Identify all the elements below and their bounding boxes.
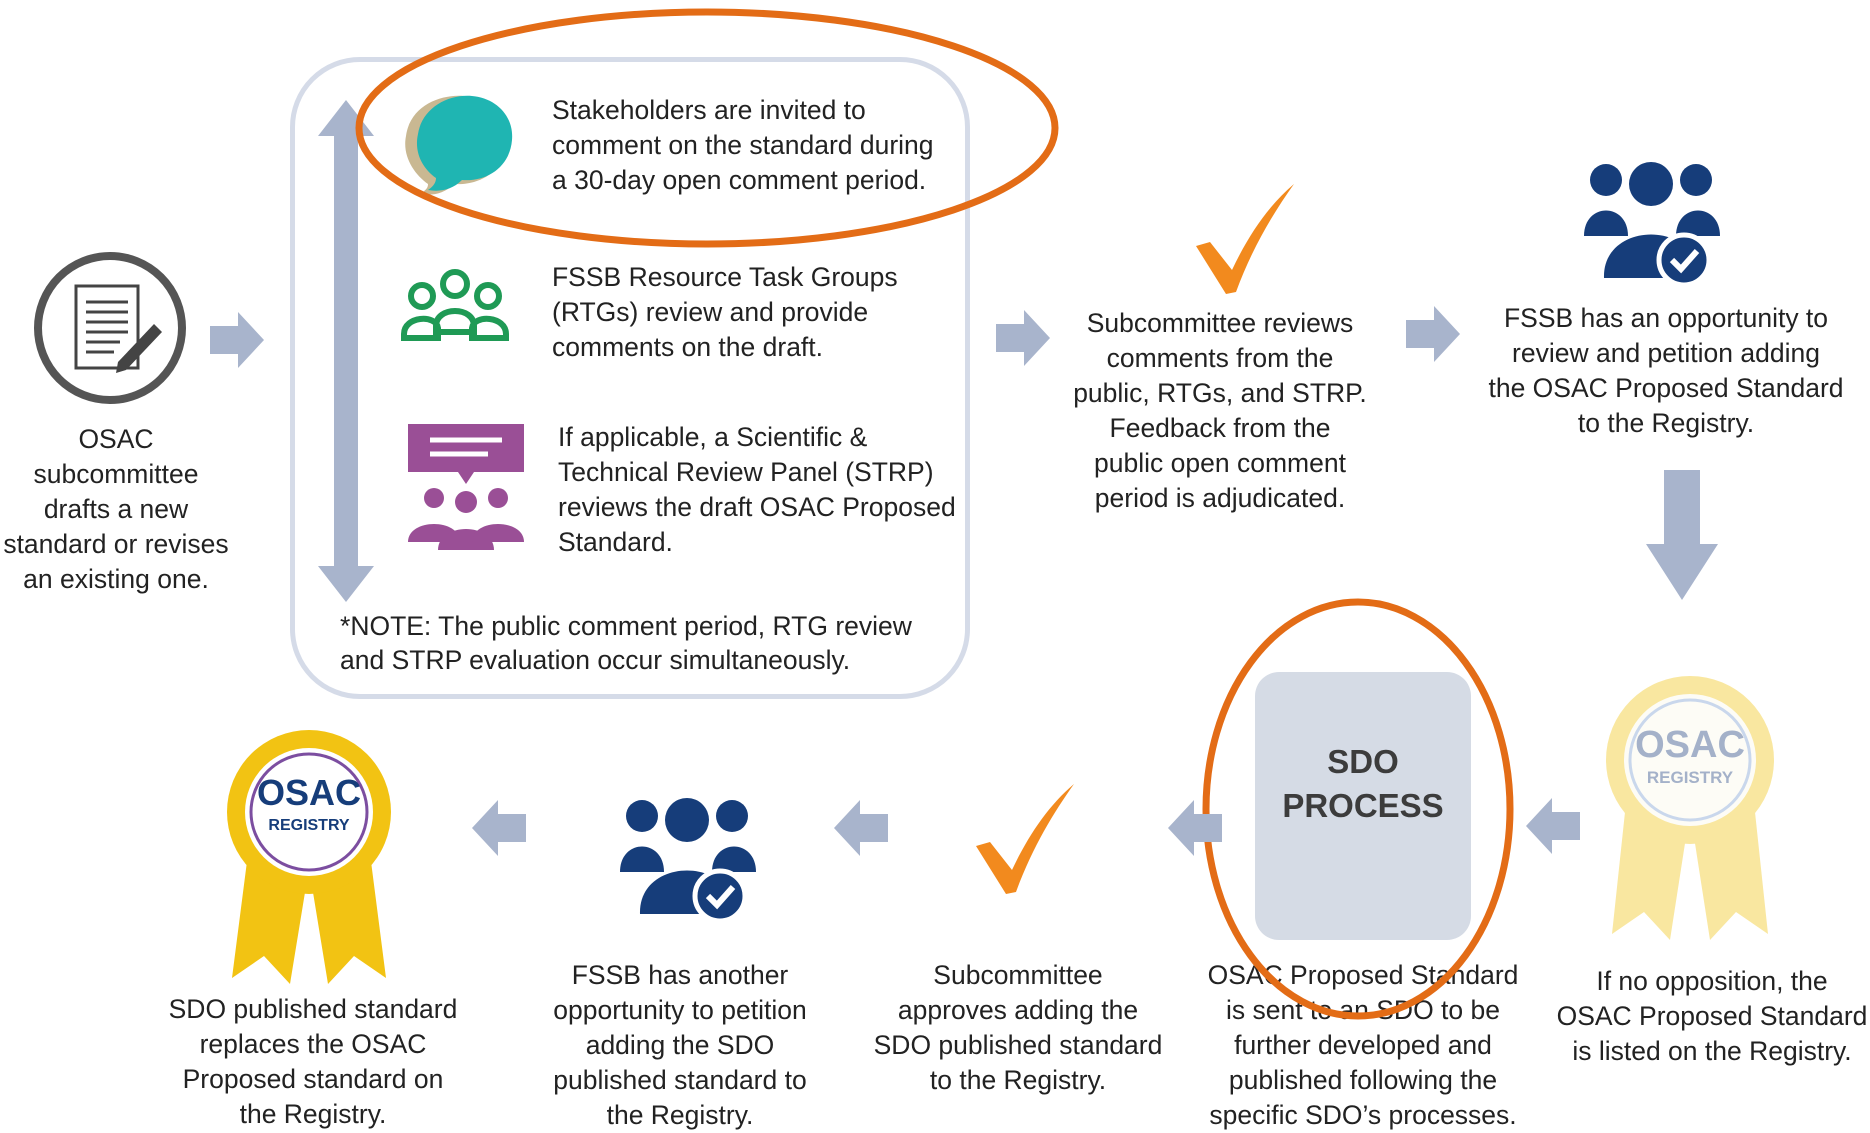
document-with-pen-icon bbox=[34, 252, 186, 404]
sdo-process-label: SDO PROCESS bbox=[1255, 740, 1471, 828]
step-subcommittee-approves-text: Subcommittee approves adding the SDO pub… bbox=[858, 958, 1178, 1098]
text-line: If no opposition, the bbox=[1596, 966, 1828, 996]
step-published-text: SDO published standard replaces the OSAC… bbox=[152, 992, 474, 1132]
text-line: FSSB has another bbox=[571, 960, 789, 990]
text-line: and STRP evaluation occur simultaneously… bbox=[340, 645, 851, 675]
text-line: comments on the draft. bbox=[552, 332, 824, 362]
review-box bbox=[290, 57, 970, 699]
text-line: FSSB Resource Task Groups bbox=[552, 262, 898, 292]
text-line: adding the SDO bbox=[585, 1030, 775, 1060]
text-line: OSAC bbox=[78, 424, 154, 454]
step-subcommittee-reviews-text: Subcommittee reviews comments from the p… bbox=[1058, 306, 1382, 516]
step-draft-text: OSAC subcommittee drafts a new standard … bbox=[0, 422, 232, 597]
text-line: published following the bbox=[1228, 1065, 1498, 1095]
faded-badge-bottom: REGISTRY bbox=[1646, 768, 1734, 787]
group-check-icon bbox=[620, 798, 756, 924]
step-fssb-review-text: FSSB has an opportunity to review and pe… bbox=[1476, 301, 1856, 441]
text-line: OSAC Proposed Standard bbox=[1556, 1001, 1868, 1031]
review-item-rtg-text: FSSB Resource Task Groups (RTGs) review … bbox=[552, 260, 972, 365]
text-line: to the Registry. bbox=[1577, 408, 1755, 438]
text-line: SDO bbox=[1327, 743, 1399, 780]
text-line: Technical Review Panel (STRP) bbox=[558, 457, 934, 487]
text-line: Proposed standard on bbox=[182, 1064, 444, 1094]
text-line: (RTGs) review and provide bbox=[552, 297, 869, 327]
arrow-right-icon bbox=[210, 312, 264, 368]
text-line: the Registry. bbox=[606, 1100, 754, 1130]
step-listed-text: If no opposition, the OSAC Proposed Stan… bbox=[1554, 964, 1870, 1069]
review-item-strp-text: If applicable, a Scientific & Technical … bbox=[558, 420, 978, 560]
text-line: SDO published standard bbox=[873, 1030, 1163, 1060]
badge-top: OSAC bbox=[256, 772, 361, 813]
arrow-right-icon bbox=[1406, 306, 1460, 362]
checkmark-icon bbox=[1196, 184, 1294, 294]
panel-discussion-icon bbox=[408, 424, 524, 550]
text-line: If applicable, a Scientific & bbox=[558, 422, 868, 452]
group-check-icon bbox=[1584, 162, 1720, 288]
text-line: a 30-day open comment period. bbox=[552, 165, 927, 195]
text-line: published standard to bbox=[553, 1065, 807, 1095]
highlight-ellipse bbox=[355, 8, 1059, 248]
step-sdo-text: OSAC Proposed Standard is sent to an SDO… bbox=[1198, 958, 1528, 1133]
text-line: period is adjudicated. bbox=[1094, 483, 1346, 513]
text-line: drafts a new bbox=[43, 494, 189, 524]
text-line: subcommittee bbox=[33, 459, 199, 489]
text-line: *NOTE: The public comment period, RTG re… bbox=[340, 611, 912, 641]
review-item-comment-text: Stakeholders are invited to comment on t… bbox=[552, 93, 972, 198]
text-line: is listed on the Registry. bbox=[1572, 1036, 1852, 1066]
double-arrow-vertical-icon bbox=[318, 100, 374, 602]
text-line: Feedback from the bbox=[1109, 413, 1331, 443]
text-line: replaces the OSAC bbox=[199, 1029, 427, 1059]
text-line: PROCESS bbox=[1282, 787, 1444, 824]
text-line: to the Registry. bbox=[929, 1065, 1107, 1095]
text-line: SDO published standard bbox=[168, 994, 458, 1024]
text-line: further developed and bbox=[1234, 1030, 1492, 1060]
group-icon bbox=[401, 269, 509, 341]
arrow-left-icon bbox=[1526, 798, 1580, 854]
step-fssb-petition-text: FSSB has another opportunity to petition… bbox=[520, 958, 840, 1133]
arrow-left-icon bbox=[1168, 800, 1222, 856]
text-line: specific SDO’s processes. bbox=[1209, 1100, 1517, 1130]
text-line: Subcommittee reviews bbox=[1086, 308, 1354, 338]
arrow-left-icon bbox=[834, 800, 888, 856]
text-line: Stakeholders are invited to bbox=[552, 95, 866, 125]
text-line: FSSB has an opportunity to bbox=[1503, 303, 1829, 333]
text-line: Standard. bbox=[558, 527, 673, 557]
checkmark-icon bbox=[976, 784, 1074, 894]
faded-badge-top: OSAC bbox=[1635, 724, 1745, 766]
text-line: approves adding the bbox=[897, 995, 1139, 1025]
badge-bottom: REGISTRY bbox=[268, 817, 350, 834]
text-line: comments from the bbox=[1106, 343, 1334, 373]
text-line: public, RTGs, and STRP. bbox=[1073, 378, 1367, 408]
text-line: standard or revises bbox=[3, 529, 229, 559]
text-line: Subcommittee bbox=[933, 960, 1103, 990]
text-line: is sent to an SDO to be bbox=[1226, 995, 1500, 1025]
speech-bubble-icon bbox=[405, 95, 513, 195]
text-line: opportunity to petition bbox=[553, 995, 807, 1025]
review-note: *NOTE: The public comment period, RTG re… bbox=[340, 609, 960, 677]
text-line: comment on the standard during bbox=[552, 130, 934, 160]
arrow-right-icon bbox=[996, 310, 1050, 366]
text-line: review and petition adding bbox=[1512, 338, 1820, 368]
text-line: reviews the draft OSAC Proposed bbox=[558, 492, 956, 522]
registry-ribbon-icon bbox=[227, 730, 391, 984]
text-line: an existing one. bbox=[23, 564, 209, 594]
sdo-process-box bbox=[1255, 672, 1471, 940]
text-line: the OSAC Proposed Standard bbox=[1488, 373, 1844, 403]
arrow-down-icon bbox=[1646, 470, 1718, 600]
arrow-left-icon bbox=[472, 800, 526, 856]
highlight-ellipse bbox=[1202, 598, 1514, 1020]
text-line: the Registry. bbox=[239, 1099, 387, 1129]
text-line: public open comment bbox=[1094, 448, 1346, 478]
registry-ribbon-faded-icon bbox=[1606, 676, 1774, 940]
